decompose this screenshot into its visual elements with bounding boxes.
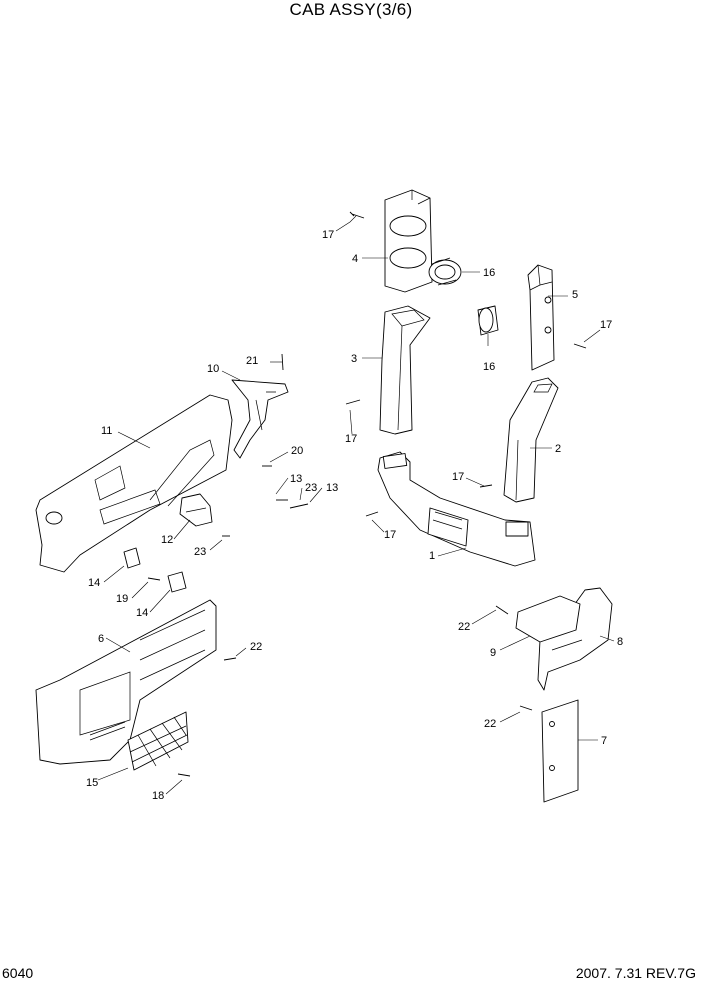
callout-17: 17 xyxy=(600,319,612,331)
callout-7: 7 xyxy=(601,735,607,747)
callout-1: 1 xyxy=(429,550,435,562)
callout-10: 10 xyxy=(207,363,219,375)
part-2-vertical-duct xyxy=(503,377,559,503)
part-10-bracket-panel xyxy=(231,379,289,459)
part-3-vertical-duct xyxy=(379,305,431,435)
callout-4: 4 xyxy=(352,253,358,265)
callout-6: 6 xyxy=(98,633,104,645)
callout-3: 3 xyxy=(351,353,357,365)
callout-9: 9 xyxy=(490,647,496,659)
callout-11: 11 xyxy=(101,425,112,437)
callout-21: 21 xyxy=(246,355,258,367)
callout-5: 5 xyxy=(572,289,578,301)
callout-13: 13 xyxy=(326,482,338,494)
part-15-mesh-net xyxy=(127,711,189,771)
diagram-title: CAB ASSY(3/6) xyxy=(289,0,413,19)
part-9-wedge xyxy=(515,595,581,643)
callout-17: 17 xyxy=(384,529,396,541)
callout-2: 2 xyxy=(555,443,561,455)
callout-17: 17 xyxy=(345,433,357,445)
leader-lines xyxy=(97,215,615,795)
part-1-horizontal-duct xyxy=(377,451,536,567)
callout-14: 14 xyxy=(88,577,100,589)
part-16-small-vent xyxy=(477,305,499,336)
callout-22: 22 xyxy=(250,641,262,653)
part-14-blocks xyxy=(123,547,187,593)
callout-22: 22 xyxy=(484,718,496,730)
callout-20: 20 xyxy=(291,445,303,457)
screws xyxy=(147,211,587,777)
revision-date: 2007. 7.31 REV.7G xyxy=(575,965,696,981)
part-7-cover-plate xyxy=(541,699,579,803)
callout-15: 15 xyxy=(86,777,98,789)
callout-labels: 17 4 16 5 17 16 3 17 21 10 11 20 2 17 13… xyxy=(86,229,623,802)
part-6-lower-panel xyxy=(35,599,217,765)
part-12-bracket xyxy=(179,493,213,527)
callout-14: 14 xyxy=(136,607,148,619)
callout-17: 17 xyxy=(452,471,464,483)
callout-16: 16 xyxy=(483,267,495,279)
callout-12: 12 xyxy=(161,534,173,546)
part-5-side-duct xyxy=(527,264,555,371)
callout-13: 13 xyxy=(290,473,302,485)
callout-16: 16 xyxy=(483,361,495,373)
callout-19: 19 xyxy=(116,593,128,605)
callout-18: 18 xyxy=(152,790,164,802)
callout-23: 23 xyxy=(194,546,206,558)
part-11-side-trim xyxy=(35,394,233,573)
part-4-duct-block xyxy=(384,189,433,293)
callout-8: 8 xyxy=(617,636,623,648)
callout-22: 22 xyxy=(458,621,470,633)
part-16-round-vent-upper xyxy=(428,257,462,286)
callout-17: 17 xyxy=(322,229,334,241)
page-number: 6040 xyxy=(2,965,34,981)
callout-23: 23 xyxy=(305,482,317,494)
